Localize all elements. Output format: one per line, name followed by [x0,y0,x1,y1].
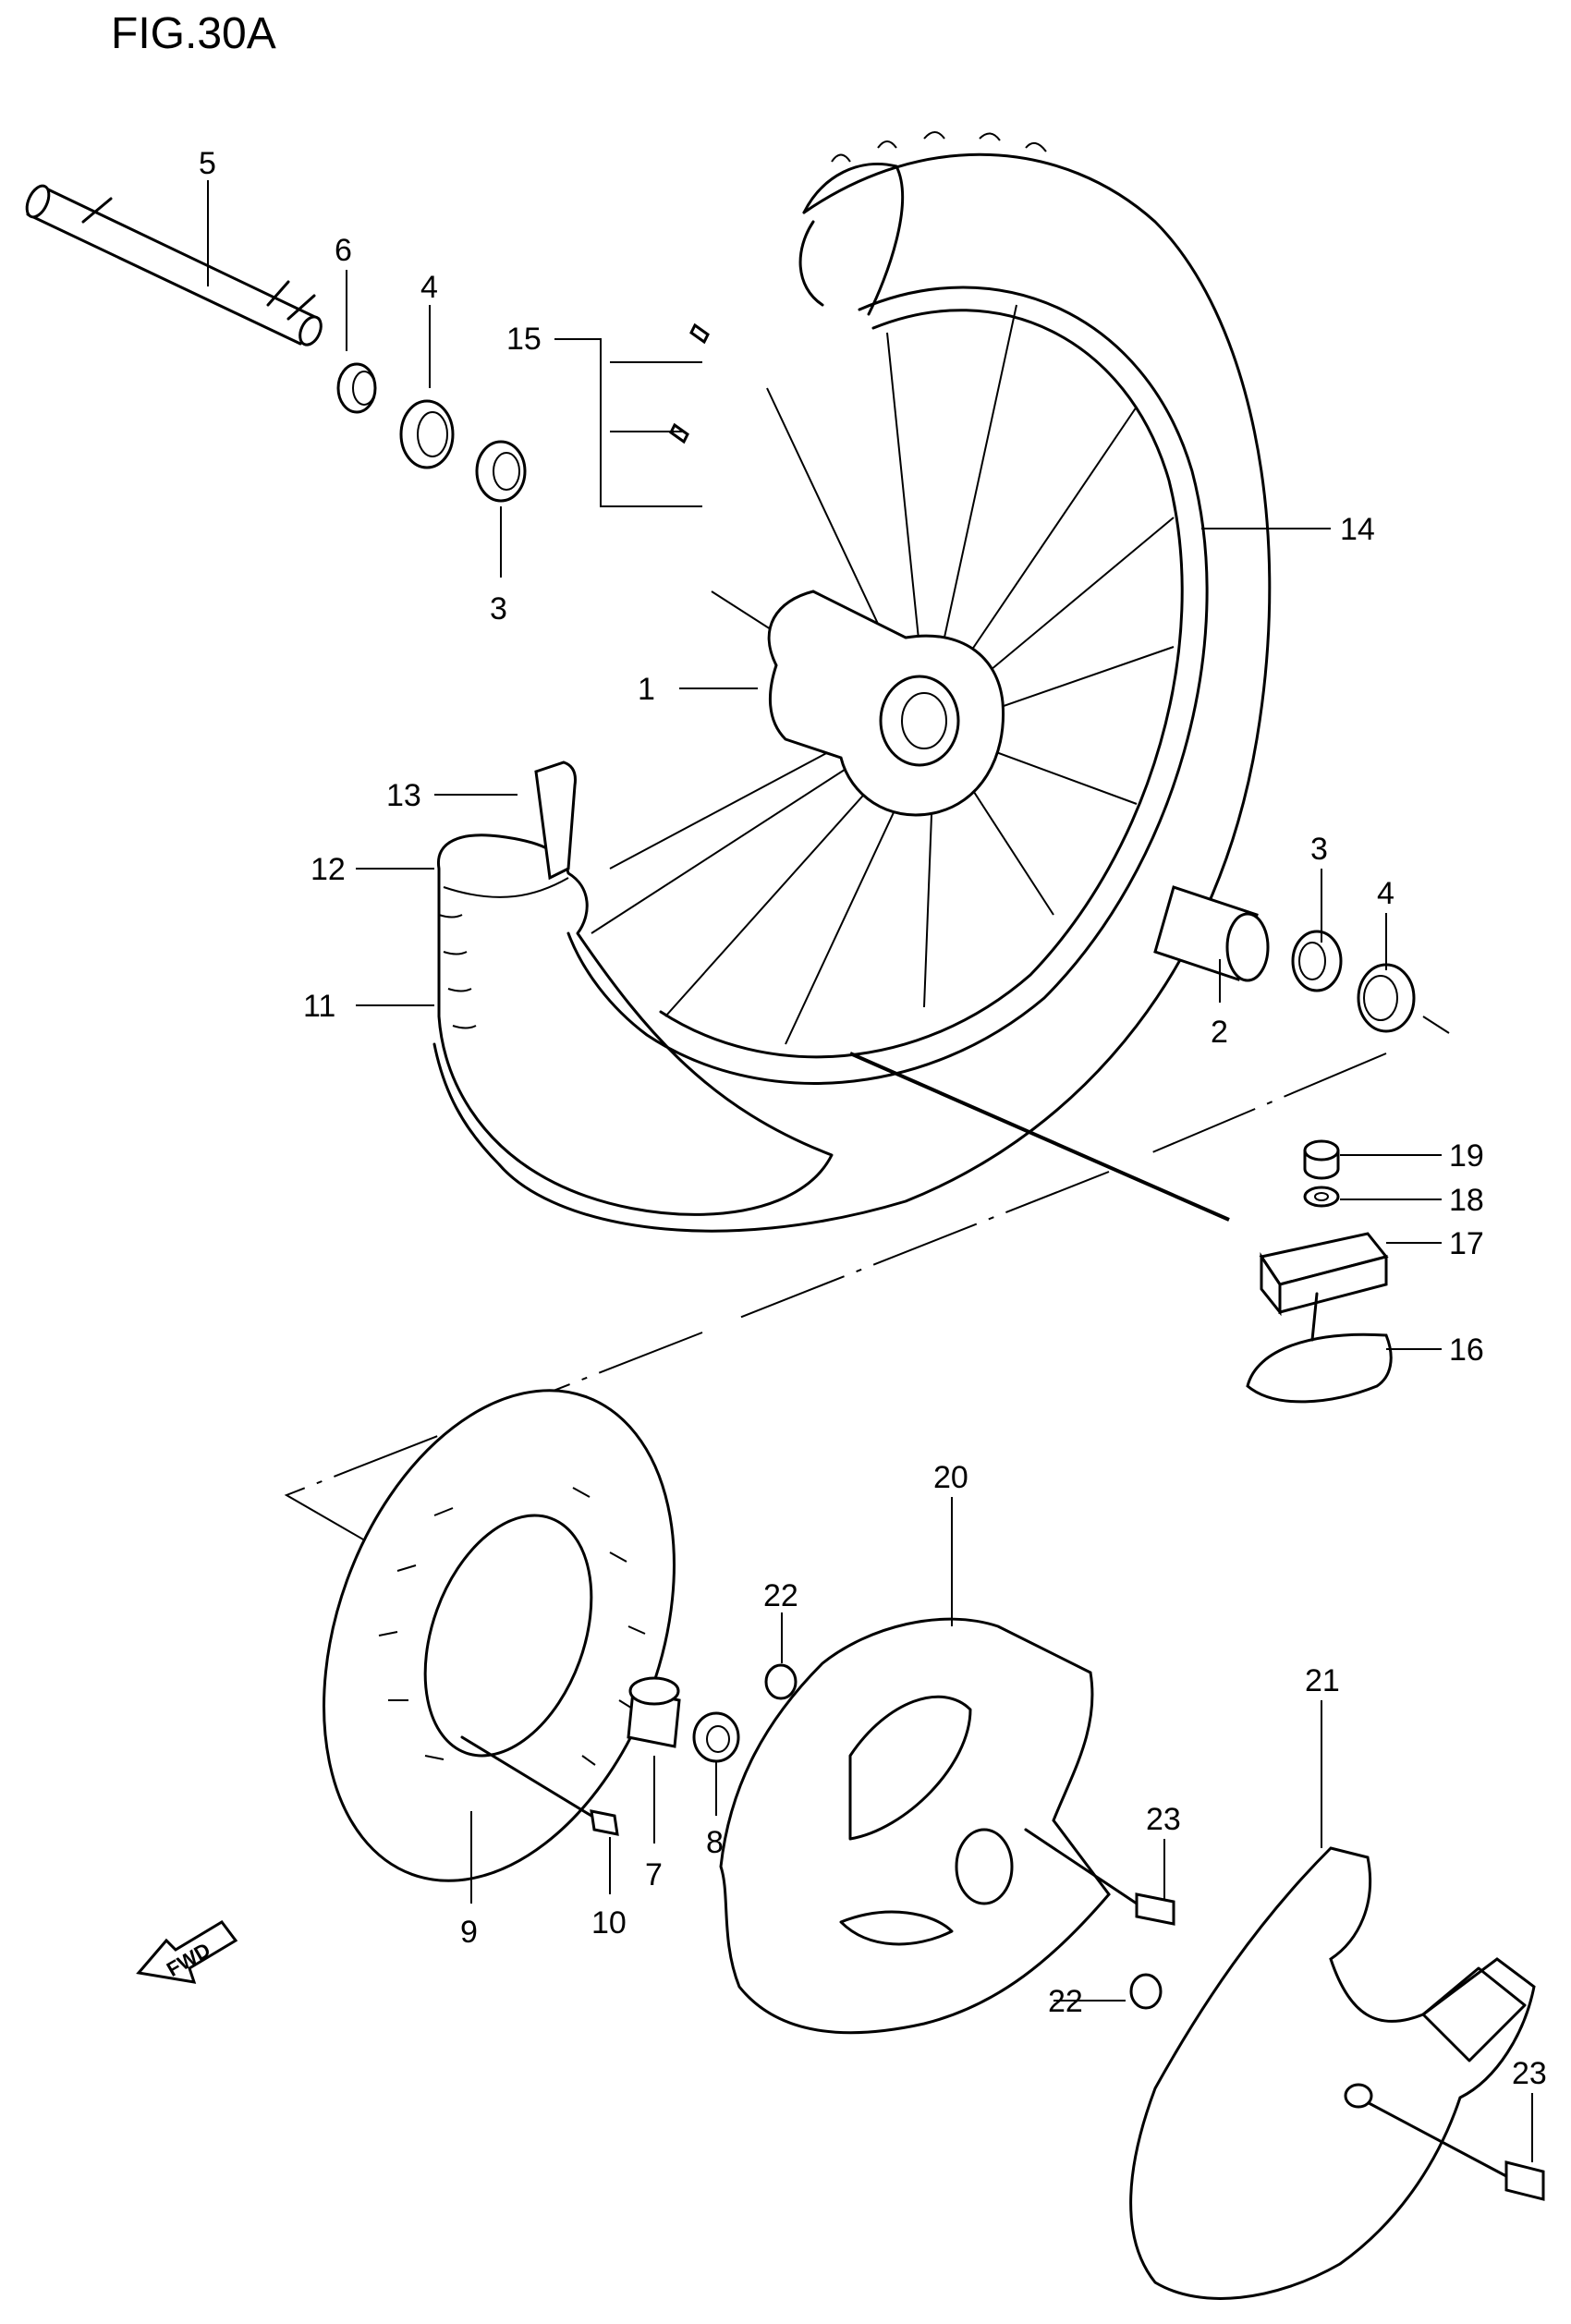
callout-1: 1 [638,672,655,707]
bearing [475,440,527,503]
callout-9: 9 [460,1915,478,1950]
callout-14: 14 [1340,512,1375,547]
callout-labels: 5 6 4 3 15 1 13 12 11 14 3 4 2 19 18 17 … [199,146,1547,2091]
callout-23a: 23 [1146,1802,1181,1837]
tube [436,833,834,1216]
fwd-arrow-icon: FWD [136,1920,238,1984]
callout-20: 20 [933,1460,968,1495]
guard-bolt [1344,2083,1545,2201]
callout-3b: 3 [1310,832,1328,867]
spacer [336,362,377,414]
rim-band [534,760,577,881]
disc-cover [719,1617,1111,2035]
spoke-nipple [669,322,710,444]
callout-22a: 22 [763,1578,798,1613]
rim-lock [1259,1232,1389,1317]
axle [25,184,323,347]
disc-bolt [460,1735,619,1836]
nut [1303,1139,1340,1180]
hub [767,590,1005,817]
callout-17: 17 [1449,1226,1484,1261]
callout-23b: 23 [1512,2056,1547,2091]
right-oil-seal [1357,963,1416,1033]
collar [627,1676,681,1748]
figure-title: FIG.30A [111,9,276,58]
callout-leaders [207,180,1533,2162]
callout-2: 2 [1211,1015,1228,1050]
callout-6: 6 [335,233,352,268]
callout-22b: 22 [1048,1984,1083,2019]
assembly-frame [284,1016,1450,1544]
callout-3a: 3 [490,591,507,627]
oil-seal [399,399,455,469]
right-spacer [1153,885,1270,982]
rim-lock-leader [849,1052,1230,1222]
callout-12: 12 [311,852,346,887]
right-bearing [1291,930,1343,992]
valve [1246,1292,1393,1404]
callout-11: 11 [303,989,335,1024]
spoke [591,304,1175,1045]
callout-15: 15 [506,322,542,357]
disc-guard [1129,1846,1536,2300]
callout-19: 19 [1449,1138,1484,1174]
callout-8: 8 [706,1825,724,1860]
callout-5: 5 [199,146,216,181]
washer [1303,1186,1340,1208]
cover-bolt [1024,1828,1175,1926]
collar-nut [692,1711,740,1763]
grommet [764,1663,1163,2010]
callout-21: 21 [1305,1663,1340,1698]
callout-7: 7 [645,1857,663,1892]
callout-4b: 4 [1377,876,1394,911]
brake-disc [323,1389,676,1882]
callout-16: 16 [1449,1332,1484,1368]
callout-18: 18 [1449,1183,1484,1218]
callout-10: 10 [591,1905,627,1941]
callout-13: 13 [386,778,421,813]
callout-4a: 4 [420,270,438,305]
